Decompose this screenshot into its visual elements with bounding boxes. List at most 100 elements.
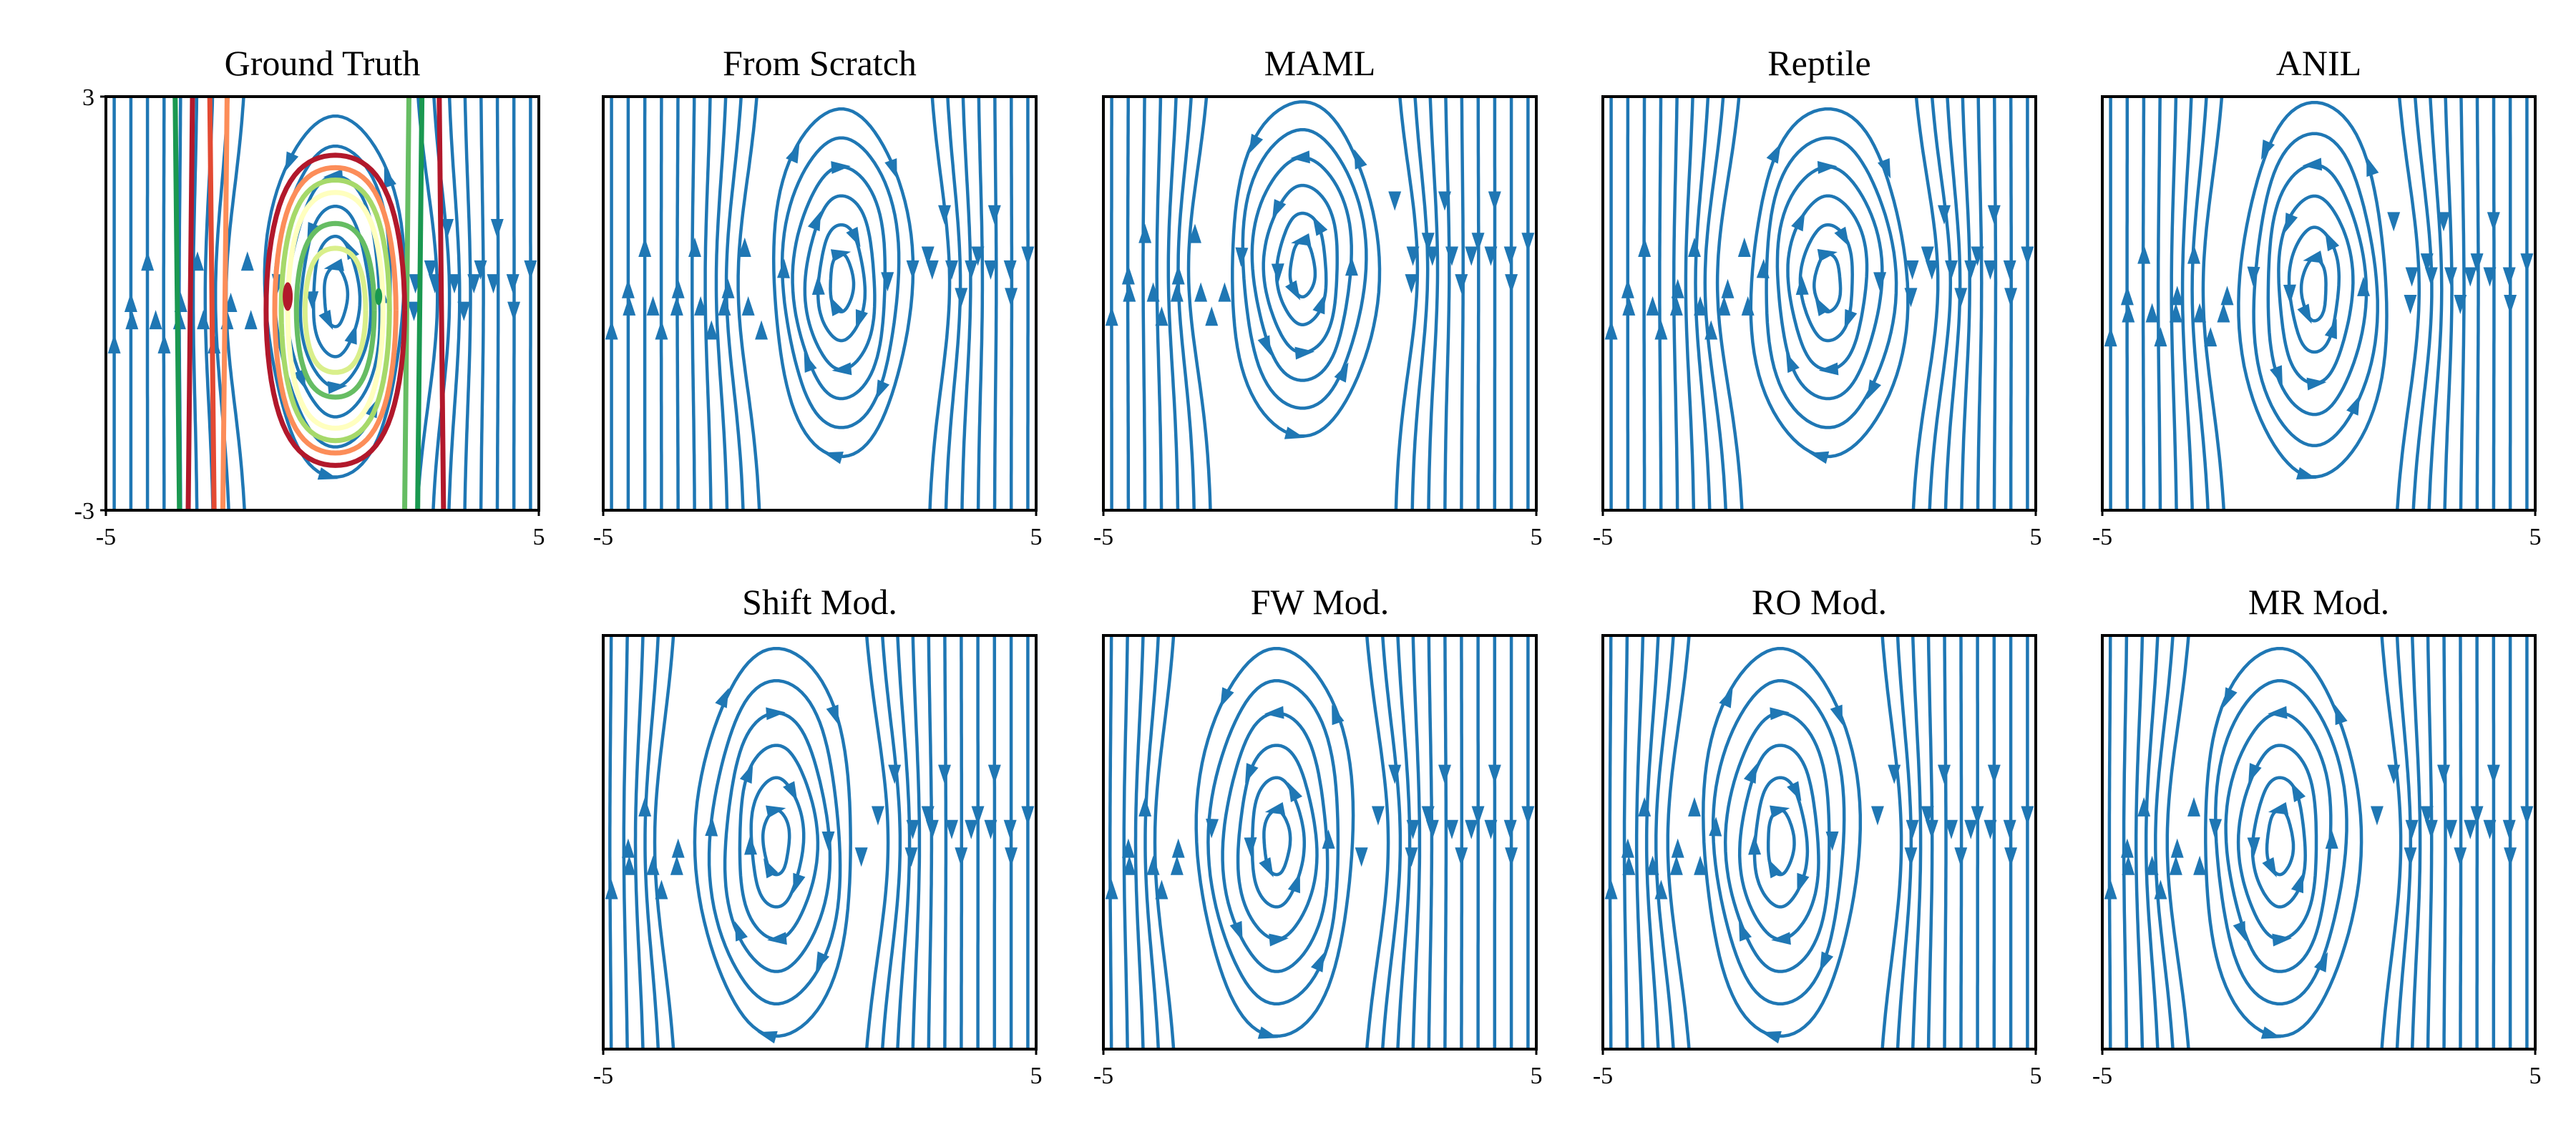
stream-arrow	[1646, 296, 1659, 316]
stream-arrow	[871, 806, 884, 826]
stream-arrows	[605, 143, 1035, 464]
stream-arrow	[987, 205, 1001, 225]
stream-arrow	[2370, 806, 2384, 826]
stream-line	[1976, 97, 1984, 510]
stream-arrow	[2387, 212, 2401, 232]
stream-arrow	[965, 819, 978, 839]
stream-arrow	[1229, 920, 1243, 942]
stream-arrow	[2303, 250, 2323, 263]
stream-arrow	[955, 288, 968, 308]
x-tick-label: 5	[1030, 1063, 1043, 1089]
stream-line	[1992, 97, 1998, 510]
panel-title: From Scratch	[723, 43, 917, 83]
stream-arrow	[1287, 872, 1300, 894]
contour-line	[207, 97, 217, 510]
stream-arrow	[1484, 819, 1498, 839]
stream-arrow	[474, 260, 487, 280]
x-tick-label: -5	[96, 524, 116, 550]
stream-line	[479, 97, 485, 510]
stream-arrow	[197, 310, 210, 330]
stream-arrow	[424, 260, 437, 280]
stream-arrow	[807, 210, 821, 232]
stream-line	[2380, 635, 2403, 1049]
stream-arrow	[2296, 467, 2317, 480]
stream-arrow	[906, 260, 919, 280]
stream-line	[2266, 163, 2368, 416]
stream-arrow	[490, 219, 504, 239]
stream-arrow	[1272, 199, 1287, 220]
stream-lines	[2109, 97, 2529, 510]
stream-arrow	[1155, 880, 1169, 900]
stream-arrow	[1138, 223, 1152, 243]
stream-line	[1775, 165, 1884, 401]
stream-arrow	[318, 309, 333, 330]
stream-arrow	[734, 921, 748, 942]
stream-arrow	[1287, 781, 1303, 803]
stream-arrow	[766, 805, 786, 819]
stream-arrow	[1638, 237, 1652, 257]
stream-arrow	[124, 293, 137, 313]
stream-arrow	[1521, 233, 1535, 253]
stream-arrow	[1954, 288, 1968, 308]
stream-arrow	[1105, 306, 1118, 326]
stream-arrow	[2483, 267, 2497, 287]
stream-arrow	[1984, 260, 1997, 280]
stream-arrow	[804, 352, 817, 373]
stream-arrow	[2424, 267, 2438, 287]
stream-line	[960, 97, 972, 510]
axes-frame	[602, 634, 1038, 1051]
contour-line	[415, 97, 425, 510]
stream-arrow	[1709, 817, 1722, 837]
stream-lines	[608, 635, 1030, 1049]
stream-line	[1880, 635, 1903, 1049]
stream-arrow	[1284, 427, 1305, 439]
stream-lines	[610, 97, 1030, 510]
stream-arrow	[2217, 303, 2230, 323]
stream-line	[2201, 97, 2226, 510]
stream-arrow	[1170, 282, 1184, 302]
stream-arrow	[1425, 246, 1439, 266]
stream-arrow	[925, 260, 939, 280]
stream-arrow	[1005, 847, 1018, 867]
stream-arrow	[638, 237, 652, 257]
contour-line	[185, 97, 195, 510]
stream-arrow	[846, 226, 861, 248]
stream-line	[896, 635, 912, 1049]
stream-arrow	[1471, 806, 1485, 826]
stream-line	[791, 165, 887, 401]
stream-arrow	[323, 258, 344, 271]
stream-arrow	[1123, 855, 1136, 875]
stream-arrow	[831, 161, 851, 175]
stream-arrow	[306, 291, 319, 311]
stream-arrow	[2504, 847, 2517, 867]
stream-arrow	[1488, 764, 1501, 784]
stream-arrow	[2335, 704, 2348, 726]
panel-title: MR Mod.	[2248, 582, 2389, 622]
stream-line	[771, 107, 915, 459]
stream-line	[2122, 635, 2129, 1049]
stream-arrow	[1235, 247, 1249, 268]
stream-arrow	[1669, 296, 1683, 316]
stream-arrow	[125, 310, 139, 330]
stream-line	[1380, 635, 1402, 1049]
stream-arrow	[783, 781, 798, 802]
stream-arrow	[285, 151, 299, 172]
stream-arrow	[1945, 819, 1958, 839]
stream-arrow	[1721, 278, 1735, 298]
stream-arrow	[1877, 158, 1891, 179]
panel-title: RO Mod.	[1752, 582, 1887, 622]
stream-arrows	[1604, 688, 2034, 1044]
stream-line	[927, 635, 934, 1049]
stream-arrow	[2346, 395, 2361, 416]
stream-line	[1231, 100, 1382, 438]
stream-line	[2427, 97, 2444, 510]
stream-line	[1658, 97, 1663, 510]
stream-line	[2277, 194, 2355, 385]
stream-arrow	[1218, 282, 1231, 302]
panel-title: Shift Mod.	[742, 582, 897, 622]
stream-line	[1143, 635, 1161, 1049]
stream-arrow	[1945, 260, 1958, 280]
stream-arrow	[1808, 451, 1830, 464]
stream-arrow	[767, 932, 787, 945]
